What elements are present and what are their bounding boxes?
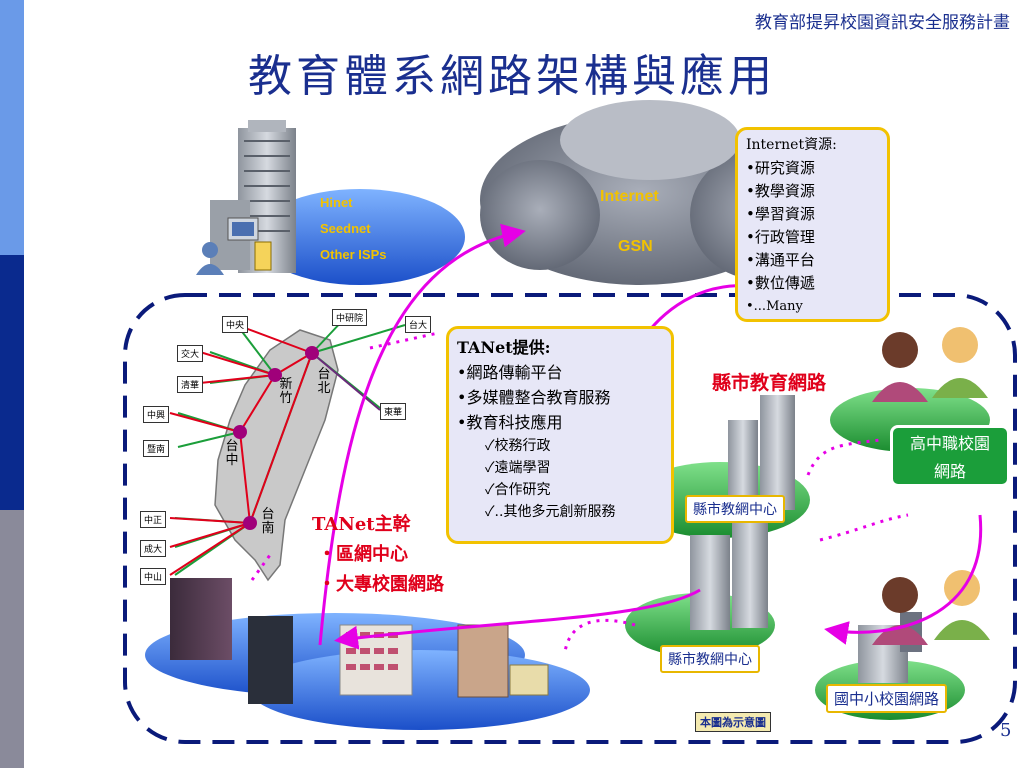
tanet-provides-subitem: ✓合作研究 (485, 482, 551, 498)
tanet-provides-box: TANet提供: •網路傳輸平台 •多媒體整合教育服務 •教育科技應用 ✓校務行… (446, 326, 674, 544)
people-icon-upper (872, 327, 988, 402)
internet-resource-item: •數位傳遞 (746, 274, 815, 292)
county-building-lower (690, 518, 768, 630)
tanet-main-item: ・區網中心 (318, 544, 408, 565)
red-links (169, 324, 313, 576)
isp-hinet: Hinet (320, 195, 353, 210)
uni-label-donghua: 東華 (380, 403, 407, 420)
uni-label-zhongshan: 中山 (140, 568, 167, 585)
uni-label-zhongzheng: 中正 (140, 511, 167, 528)
county-center-label-lower: 縣市教網中心 (660, 645, 760, 673)
uni-label-qinghua: 清華 (177, 376, 204, 393)
uni-label-chengda: 成大 (140, 540, 167, 557)
diagram-note: 本圖為示意圖 (695, 712, 771, 732)
people-icon-lower (872, 570, 990, 645)
computer-user-icon (196, 217, 272, 275)
internet-resources-box: Internet資源: •研究資源 •教學資源 •學習資源 •行政管理 •溝通平… (735, 127, 890, 322)
county-center-label-upper: 縣市教網中心 (685, 495, 785, 523)
senior-high-label: 高中職校園網路 (890, 425, 1010, 487)
tanet-provides-item: •網路傳輸平台 (457, 363, 563, 382)
server-group (170, 578, 549, 704)
tanet-provides-item: •多媒體整合教育服務 (457, 388, 611, 407)
isp-labels: Hinet Seednet Other ISPs (320, 190, 386, 268)
sidebar-bar-gray (0, 510, 24, 768)
sidebar-bar-dark (0, 255, 24, 510)
uni-label-jiaoda: 交大 (177, 345, 204, 362)
uni-label-zhongyang: 中央 (222, 316, 249, 333)
uni-label-zhongxing: 中興 (143, 406, 170, 423)
city-label-taizhong: 台中 (225, 439, 239, 468)
tanet-provides-subitem: ✓校務行政 (485, 438, 551, 454)
tanet-boundary (123, 293, 1017, 744)
cloud-gsn-label: GSN (618, 238, 653, 255)
header-text: 教育部提昇校園資訊安全服務計畫 (755, 13, 1010, 33)
internet-resource-item: •溝通平台 (746, 251, 815, 269)
internet-resource-item: •教學資源 (746, 182, 815, 200)
internet-resource-item: •...Many (746, 299, 803, 314)
tanet-provides-title: TANet提供: (457, 338, 551, 357)
uni-label-zhongyanyuan: 中研院 (332, 309, 368, 326)
county-building-upper (728, 395, 795, 510)
page-title: 教育體系網路架構與應用 (248, 51, 776, 102)
internet-resource-item: •學習資源 (746, 205, 815, 223)
page-number: 5 (1000, 720, 1012, 741)
sidebar-bar-light (0, 0, 24, 255)
city-label-taibei: 台北 (317, 367, 331, 396)
uni-label-taida: 台大 (405, 316, 432, 333)
internet-resources-title: Internet資源: (746, 137, 837, 153)
cloud-internet-label: Internet (600, 188, 659, 205)
junior-school-label: 國中小校園網路 (826, 684, 948, 713)
tanet-provides-item: •教育科技應用 (457, 413, 563, 432)
isp-building (210, 120, 296, 273)
uni-label-jinan: 暨南 (143, 440, 170, 457)
internet-resource-item: •行政管理 (746, 228, 815, 246)
city-label-tainan: 台南 (261, 507, 275, 536)
city-nodes (233, 346, 319, 530)
internet-resource-item: •研究資源 (746, 159, 815, 177)
tanet-provides-subitem: ✓遠端學習 (485, 460, 551, 476)
isp-other: Other ISPs (320, 247, 387, 262)
tanet-provides-subitem: ✓..其他多元創新服務 (485, 504, 616, 520)
isp-seednet: Seednet (320, 221, 371, 236)
tanet-main-item: ・大專校園網路 (318, 574, 444, 595)
magenta-dotted-links (250, 331, 909, 653)
tanet-main-title: TANet主幹 (312, 514, 411, 535)
county-network-label: 縣市教育網路 (712, 372, 827, 394)
city-label-xinzhu: 新竹 (279, 377, 293, 406)
isp-disc (255, 189, 465, 285)
